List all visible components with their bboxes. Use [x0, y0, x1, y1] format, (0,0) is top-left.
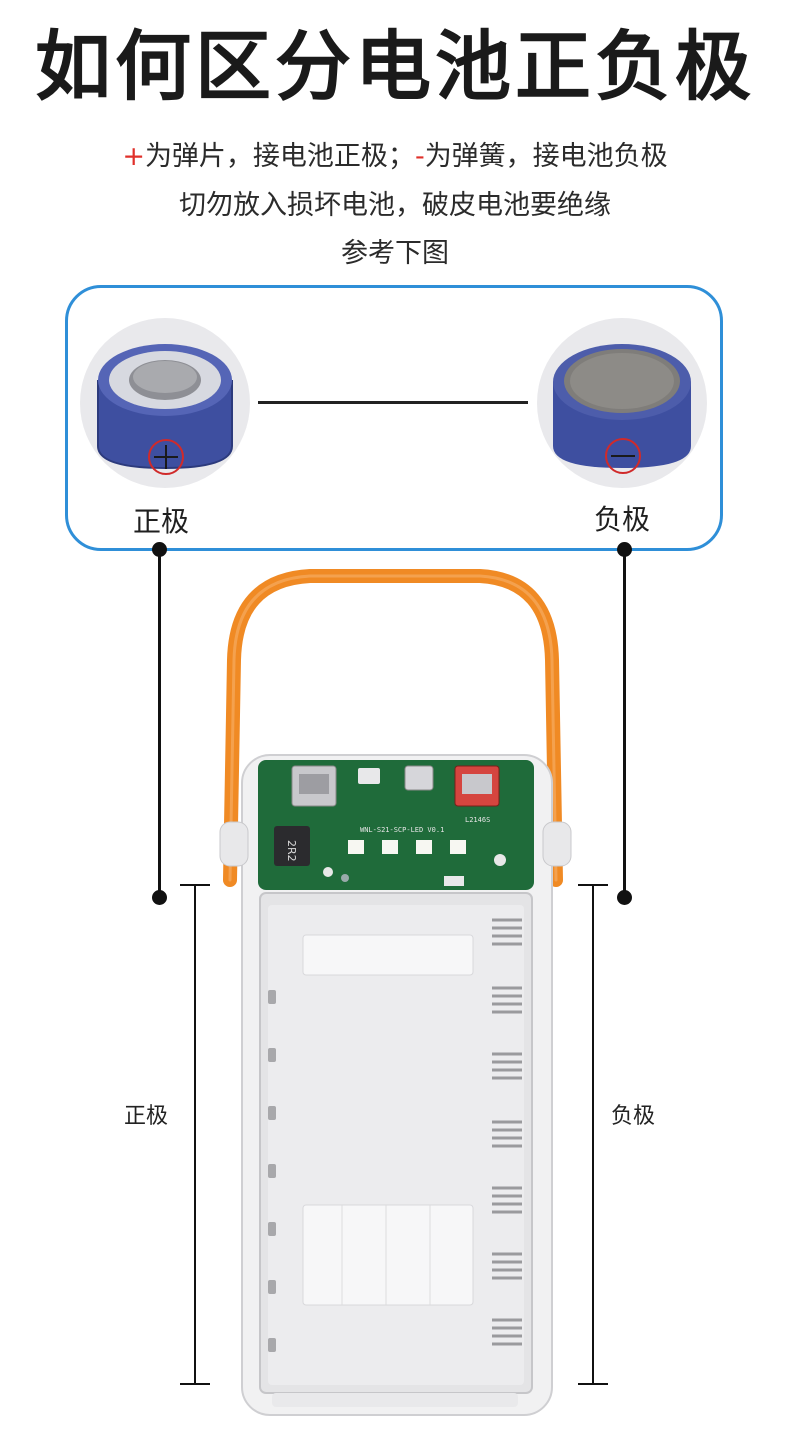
- plus-sign-icon: [148, 439, 184, 475]
- negative-battery-image: [537, 318, 707, 488]
- positive-contact-tabs: [268, 990, 276, 1352]
- instruction-line-3: 参考下图: [341, 238, 449, 269]
- pcb-board: 2R2 WNL-S21-SCP-LED V0.1 L2146S: [258, 760, 534, 890]
- battery-connector-line: [258, 401, 528, 404]
- right-bracket-bottom: [578, 1383, 608, 1385]
- instruction-1a: 为弹片，接电池正极；: [144, 141, 415, 172]
- left-leader-dot-bottom: [152, 890, 167, 905]
- positive-battery-image: [80, 318, 250, 488]
- minus-sign-icon: [605, 438, 641, 474]
- page-title: 如何区分电池正负极: [35, 22, 755, 111]
- side-positive-label: 正极: [124, 1104, 169, 1129]
- right-leader-line: [623, 549, 626, 898]
- negative-contact-springs: [492, 918, 522, 1346]
- pcb-part-code: L2146S: [465, 816, 490, 824]
- battery-box-device: 2R2 WNL-S21-SCP-LED V0.1 L2146S: [219, 569, 572, 1416]
- side-negative-label: 负极: [611, 1104, 656, 1129]
- left-leader-line: [158, 549, 161, 898]
- pcb-board-text: WNL-S21-SCP-LED V0.1: [360, 826, 444, 834]
- instruction-line-1: +为弹片，接电池正极；-为弹簧，接电池负极: [0, 139, 790, 175]
- instruction-1b: 为弹簧，接电池负极: [424, 141, 668, 172]
- left-bracket-line: [194, 884, 196, 1384]
- panel-positive-label: 正极: [133, 505, 190, 538]
- right-leader-dot-bottom: [617, 890, 632, 905]
- right-bracket-line: [592, 884, 594, 1384]
- inductor-marking: 2R2: [285, 840, 298, 862]
- left-bracket-bottom: [180, 1383, 210, 1385]
- instruction-line-2: 切勿放入损坏电池，破皮电池要绝缘: [179, 190, 611, 221]
- plus-symbol: +: [122, 141, 145, 172]
- minus-symbol: -: [414, 141, 425, 172]
- panel-negative-label: 负极: [594, 503, 651, 536]
